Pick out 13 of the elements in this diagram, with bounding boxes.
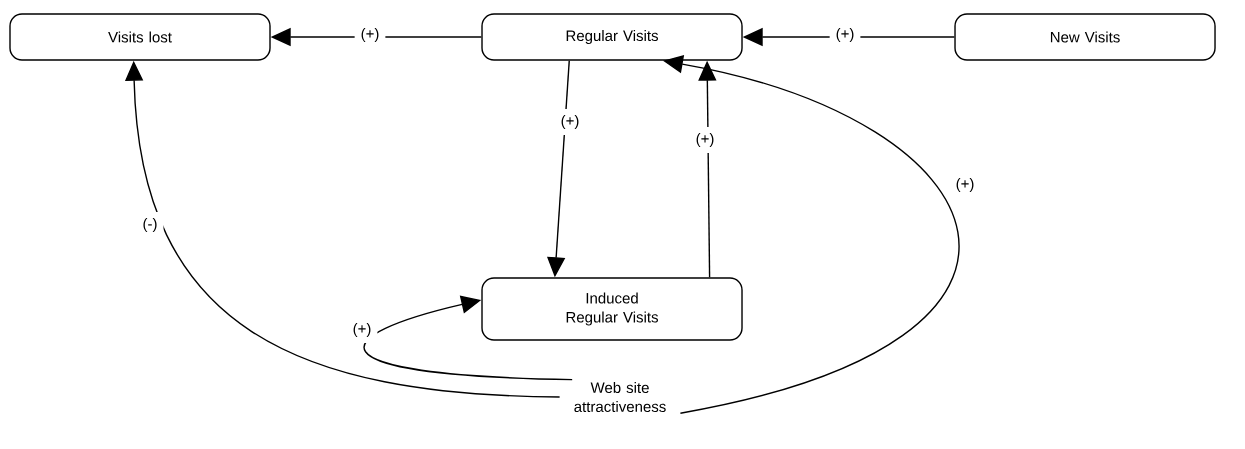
edge-label: (+) <box>354 22 386 48</box>
process-box: Regular Visits <box>481 13 743 61</box>
process-box: Induced Regular Visits <box>481 277 743 341</box>
process-box: New Visits <box>954 13 1216 61</box>
edge-label: (+) <box>554 109 586 135</box>
edge-label: (+) <box>689 127 721 153</box>
edge-label: (+) <box>346 317 378 343</box>
process-box: Visits lost <box>9 13 271 61</box>
text-label: Web site attractiveness <box>574 382 666 412</box>
edge-label: (-) <box>136 212 164 238</box>
edge-label: (+) <box>829 22 861 48</box>
arrow <box>363 295 573 381</box>
edge-label: (+) <box>949 172 981 198</box>
